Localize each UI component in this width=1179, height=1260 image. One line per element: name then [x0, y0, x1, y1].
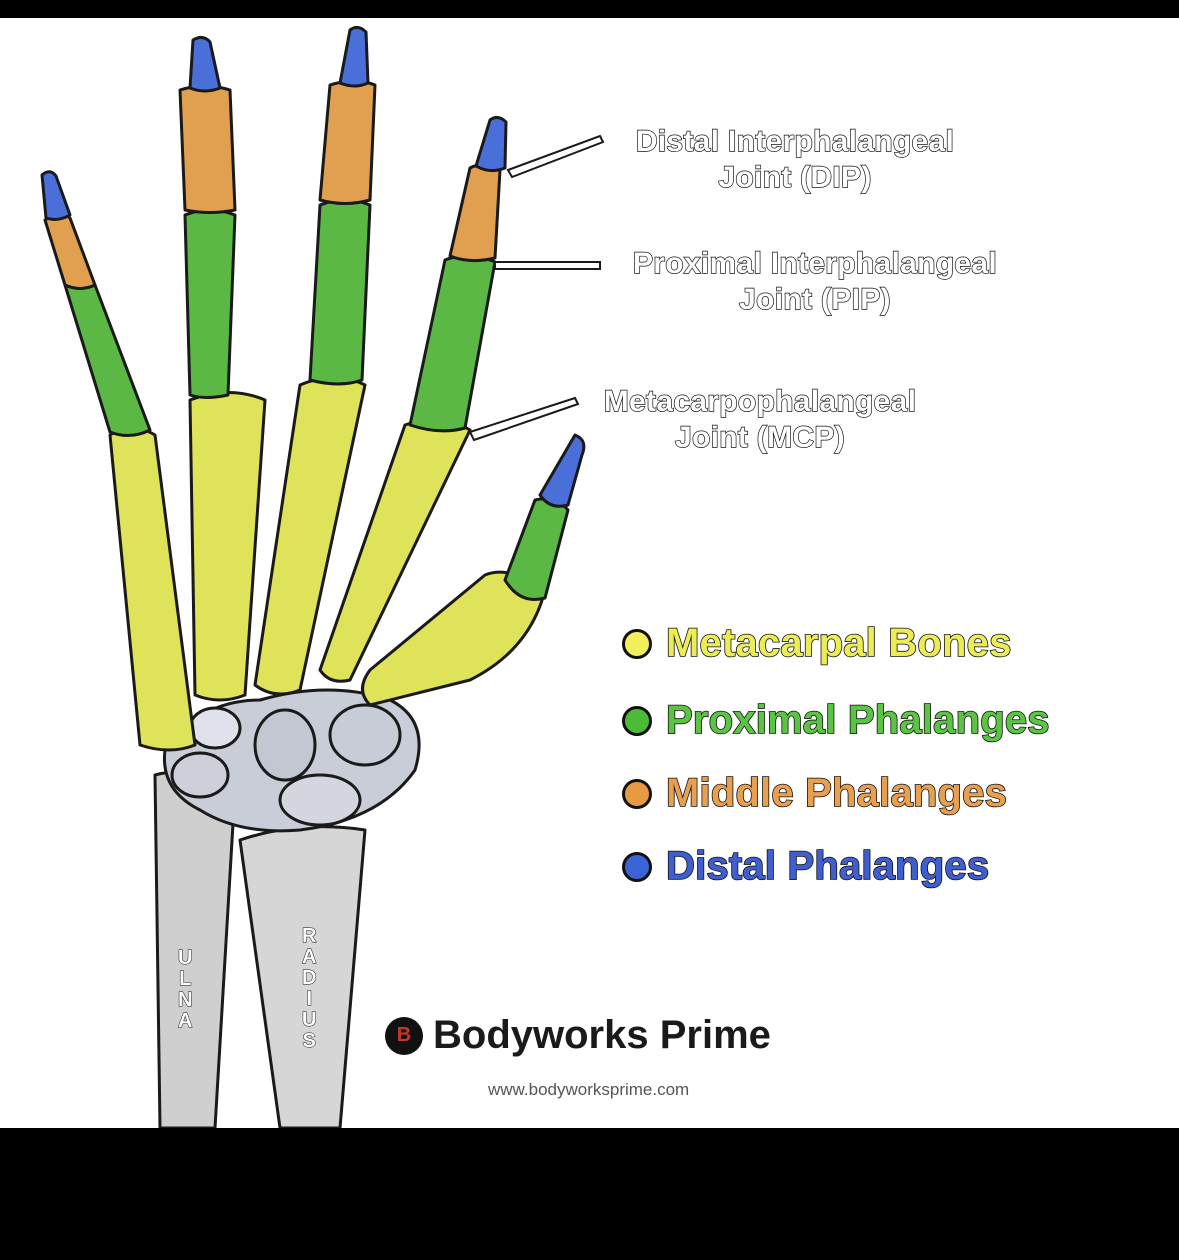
brand-name: Bodyworks Prime — [433, 1013, 771, 1057]
bone-label-letter: D — [301, 967, 317, 989]
legend-middle: Middle Phalanges — [622, 770, 1008, 816]
pip-pointer-line — [494, 261, 601, 270]
dip-pointer-line — [506, 134, 605, 179]
brand: B Bodyworks Prime — [385, 1013, 771, 1058]
distal-phalanx-4 — [188, 35, 222, 93]
distal-phalanx-2 — [474, 115, 508, 173]
top-black-bar — [0, 0, 1179, 18]
proximal-phalanx-4 — [183, 208, 237, 399]
brand-logo-icon: B — [385, 1016, 423, 1055]
bone-label-letter: A — [177, 1010, 193, 1032]
carpal-bone — [188, 706, 242, 750]
bone-label-letter: R — [301, 925, 317, 947]
proximal-phalanx-1 — [503, 497, 570, 601]
legend-text-middle: Middle Phalanges — [665, 770, 1008, 816]
bone-label-letter: U — [301, 1009, 317, 1031]
legend-dot-proximal — [622, 705, 652, 736]
distal-phalanx-3 — [338, 25, 370, 88]
proximal-phalanx-3 — [308, 198, 372, 386]
mcp-label: Metacarpophalangeal Joint (MCP) — [575, 384, 945, 456]
distal-phalanx-1 — [538, 433, 586, 508]
carpal-bone — [170, 751, 230, 799]
middle-phalanx-2 — [448, 163, 502, 263]
middle-phalanx-5 — [43, 213, 97, 290]
diagram-canvas: Distal Interphalangeal Joint (DIP) Proxi… — [0, 18, 1179, 1128]
dip-label-line1: Distal Interphalangeal — [635, 124, 955, 158]
mcp-label-line1: Metacarpophalangeal — [603, 384, 917, 418]
hand-skeleton-illustration — [40, 25, 605, 1128]
legend-proximal: Proximal Phalanges — [622, 697, 1050, 743]
carpal-bone — [328, 703, 402, 767]
legend-dot-metacarpal — [622, 628, 652, 659]
mcp-label-line2: Joint (MCP) — [674, 420, 845, 454]
dip-label-line2: Joint (DIP) — [718, 160, 872, 194]
middle-phalanx-3 — [318, 79, 377, 205]
legend-text-distal: Distal Phalanges — [665, 843, 990, 889]
proximal-phalanx-5 — [63, 278, 152, 437]
pip-label-line1: Proximal Interphalangeal — [632, 246, 997, 280]
pip-label: Proximal Interphalangeal Joint (PIP) — [600, 246, 1030, 318]
metacarpal-4 — [188, 391, 267, 702]
bone-label-letter: S — [302, 1030, 316, 1052]
ulna-bone — [153, 770, 237, 1128]
metacarpal-5 — [108, 426, 197, 752]
legend-dot-middle — [622, 778, 652, 809]
legend-dot-distal — [622, 851, 652, 882]
proximal-phalanx-2 — [408, 254, 497, 433]
bone-label-letter: I — [306, 988, 312, 1010]
carpal-bone — [278, 773, 362, 827]
mcp-pointer-line — [468, 396, 580, 442]
bone-label-letter: N — [177, 989, 193, 1011]
legend-text-proximal: Proximal Phalanges — [665, 697, 1050, 743]
bone-label-letter: L — [179, 968, 192, 990]
bottom-black-bar — [0, 1128, 1179, 1260]
legend-text-metacarpal: Metacarpal Bones — [665, 620, 1012, 666]
joint-pointers — [468, 134, 605, 442]
distal-phalanx-5 — [40, 170, 72, 221]
pip-label-line2: Joint (PIP) — [738, 282, 891, 316]
carpal-bone — [253, 708, 317, 782]
bone-label-letter: A — [301, 946, 317, 968]
dip-label: Distal Interphalangeal Joint (DIP) — [605, 124, 985, 196]
brand-url: www.bodyworksprime.com — [488, 1080, 690, 1099]
middle-phalanx-4 — [178, 84, 237, 214]
legend-metacarpal: Metacarpal Bones — [622, 620, 1012, 666]
bone-label-letter: U — [177, 947, 193, 969]
legend-distal: Distal Phalanges — [622, 843, 990, 889]
